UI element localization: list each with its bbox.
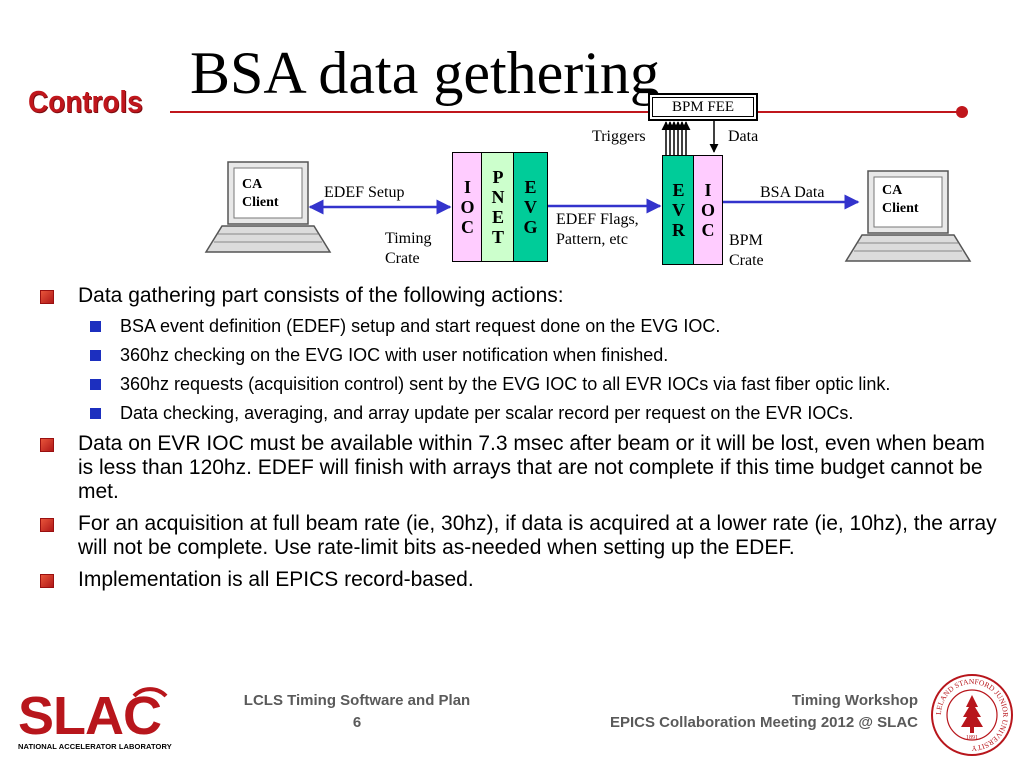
controls-brand: Controls [28, 84, 143, 119]
header-divider-dot [956, 106, 968, 118]
bpm-fee-box: BPM FEE [648, 93, 758, 121]
bullet-item: Data gathering part consists of the foll… [40, 284, 1000, 308]
bsa-data-label: BSA Data [760, 184, 825, 201]
diagram-connectors [204, 120, 972, 262]
sub-bullet-marker-icon [90, 379, 101, 390]
header-divider [170, 111, 960, 113]
slac-logo-graphic: SLAC [18, 686, 168, 746]
bullet-item: For an acquisition at full beam rate (ie… [40, 512, 1000, 560]
stanford-seal-graphic: LELAND STANFORD JUNIOR UNIVERSITY 1891 [931, 674, 1013, 756]
sub-bullet-item: BSA event definition (EDEF) setup and st… [40, 316, 1000, 337]
sub-bullet-item: 360hz checking on the EVG IOC with user … [40, 345, 1000, 366]
footer-talk-title: LCLS Timing Software and Plan [243, 692, 471, 709]
footer-right: Timing Workshop EPICS Collaboration Meet… [480, 690, 918, 734]
laptop-icon-left [204, 161, 332, 253]
bullet-marker-icon [40, 518, 54, 532]
slac-logo-text: SLAC [18, 686, 161, 746]
sub-bullet-marker-icon [90, 321, 101, 332]
edef-flags-label: EDEF Flags,Pattern, etc [556, 211, 639, 248]
footer-left: LCLS Timing Software and Plan 6 [207, 690, 507, 734]
bpm-fee-label: BPM FEE [671, 99, 735, 115]
page-number: 6 [352, 714, 362, 731]
laptop-icon-right [844, 170, 972, 262]
bullet-item: Implementation is all EPICS record-based… [40, 568, 1000, 592]
bullet-marker-icon [40, 290, 54, 304]
tree-icon [961, 695, 983, 727]
slac-logo: SLAC NATIONAL ACCELERATOR LABORATORY [16, 686, 196, 752]
sub-bullet-marker-icon [90, 408, 101, 419]
sub-bullet-item: Data checking, averaging, and array upda… [40, 403, 1000, 424]
sub-bullet-marker-icon [90, 350, 101, 361]
edef-setup-label: EDEF Setup [324, 184, 405, 201]
footer-meeting: EPICS Collaboration Meeting 2012 @ SLAC [609, 714, 918, 731]
seal-year: 1891 [966, 735, 978, 741]
data-label: Data [728, 128, 759, 145]
bullet-list: Data gathering part consists of the foll… [40, 284, 1000, 600]
lab-name: NATIONAL ACCELERATOR LABORATORY [18, 742, 172, 751]
footer-workshop: Timing Workshop [791, 692, 918, 709]
slide-title: BSA data gethering [190, 40, 660, 106]
bullet-item: Data on EVR IOC must be available within… [40, 432, 1000, 504]
stanford-seal: LELAND STANFORD JUNIOR UNIVERSITY 1891 [930, 673, 1014, 757]
triggers-label: Triggers [592, 128, 646, 145]
sub-bullet-item: 360hz requests (acquisition control) sen… [40, 374, 1000, 395]
bullet-marker-icon [40, 574, 54, 588]
bullet-marker-icon [40, 438, 54, 452]
